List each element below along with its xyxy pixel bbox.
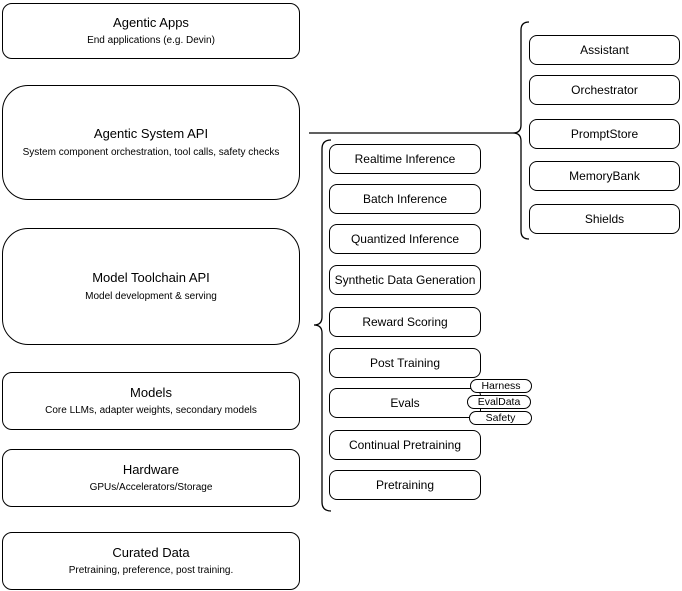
box-subtitle: System component orchestration, tool cal… (22, 146, 280, 158)
box-subtitle: Core LLMs, adapter weights, secondary mo… (45, 405, 257, 417)
stack-box-curated-data: Curated Data Pretraining, preference, po… (2, 532, 300, 590)
system-component-memorybank: MemoryBank (529, 161, 680, 191)
stack-box-models: Models Core LLMs, adapter weights, secon… (2, 372, 300, 430)
toolchain-item-post-training: Post Training (329, 348, 481, 378)
box-subtitle: GPUs/Accelerators/Storage (89, 482, 213, 494)
toolchain-item-synthetic-data-generation: Synthetic Data Generation (329, 265, 481, 295)
system-components-brace (512, 21, 530, 240)
box-title: Curated Data (112, 544, 190, 560)
system-component-shields: Shields (529, 204, 680, 234)
box-title: Agentic Apps (113, 14, 189, 30)
eval-tag-evaldata: EvalData (467, 395, 531, 409)
toolchain-item-continual-pretraining: Continual Pretraining (329, 430, 481, 460)
eval-tag-safety: Safety (469, 411, 532, 425)
box-title: Hardware (122, 461, 180, 477)
stack-box-agentic-system-api: Agentic System API System component orch… (2, 85, 300, 200)
box-title: Model Toolchain API (92, 270, 210, 286)
system-component-promptstore: PromptStore (529, 119, 680, 149)
stack-box-model-toolchain-api: Model Toolchain API Model development & … (2, 228, 300, 345)
box-subtitle: Model development & serving (85, 290, 217, 302)
toolchain-item-quantized-inference: Quantized Inference (329, 224, 481, 254)
system-component-assistant: Assistant (529, 35, 680, 65)
box-subtitle: Pretraining, preference, post training. (68, 565, 234, 577)
system-component-orchestrator: Orchestrator (529, 75, 680, 105)
eval-tag-harness: Harness (470, 379, 532, 393)
stack-box-hardware: Hardware GPUs/Accelerators/Storage (2, 449, 300, 507)
toolchain-item-evals: Evals (329, 388, 481, 418)
stack-box-agentic-apps: Agentic Apps End applications (e.g. Devi… (2, 3, 300, 59)
box-title: Agentic System API (93, 126, 209, 142)
box-subtitle: End applications (e.g. Devin) (87, 35, 215, 47)
toolchain-item-realtime-inference: Realtime Inference (329, 144, 481, 174)
toolchain-item-reward-scoring: Reward Scoring (329, 307, 481, 337)
toolchain-item-pretraining: Pretraining (329, 470, 481, 500)
box-title: Models (130, 384, 172, 400)
toolchain-item-batch-inference: Batch Inference (329, 184, 481, 214)
